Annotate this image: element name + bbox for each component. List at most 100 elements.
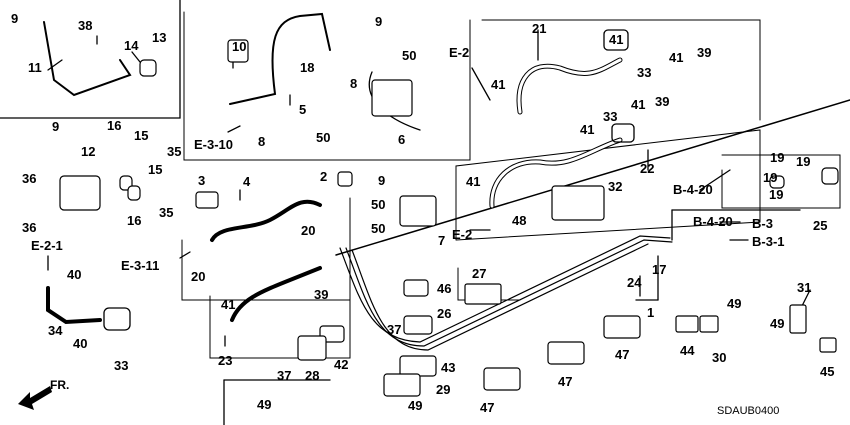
ref-e3-11[interactable]: E-3-11 <box>121 258 160 273</box>
box-upper-left <box>0 0 181 119</box>
callout-17: 17 <box>652 262 667 277</box>
callout-50c: 50 <box>371 197 386 212</box>
callout-7: 7 <box>438 233 446 248</box>
callout-20a: 20 <box>301 223 316 238</box>
callout-21: 21 <box>532 21 547 36</box>
callout-39a: 39 <box>697 45 712 60</box>
callout-31: 31 <box>797 280 812 295</box>
part-7 <box>399 195 437 227</box>
callout-1: 1 <box>647 305 655 320</box>
part-27 <box>464 283 502 305</box>
callout-44: 44 <box>680 343 695 358</box>
callout-49a: 49 <box>257 397 272 412</box>
part-29 <box>383 373 421 397</box>
direction-front-label: FR. <box>50 378 70 392</box>
callout-48: 48 <box>512 213 527 228</box>
hose-22-inner <box>490 138 622 208</box>
part-14 <box>139 59 157 77</box>
callout-33a: 33 <box>637 65 652 80</box>
part-47b <box>547 341 585 365</box>
fr-arrow-icon <box>18 386 52 410</box>
part-10 <box>227 39 249 63</box>
callout-30: 30 <box>712 350 727 365</box>
callout-16b: 16 <box>127 213 142 228</box>
box-25 <box>721 154 841 209</box>
callout-6: 6 <box>398 132 406 147</box>
part-32 <box>551 185 605 221</box>
brake-line-b <box>345 239 673 347</box>
part-31 <box>789 304 807 334</box>
part-16a <box>119 175 133 191</box>
callout-15b: 15 <box>148 162 163 177</box>
callout-19b: 19 <box>796 154 811 169</box>
callout-32: 32 <box>608 179 623 194</box>
ref-b4-20a[interactable]: B-4-20 <box>673 182 713 197</box>
divider-diagonal <box>335 99 850 256</box>
callout-26: 26 <box>437 306 452 321</box>
ref-b3-1[interactable]: B-3-1 <box>752 234 785 249</box>
arrow-e2-upper <box>471 67 491 101</box>
callout-3: 3 <box>198 173 206 188</box>
box-4 <box>181 197 351 301</box>
callout-39c: 39 <box>314 287 329 302</box>
part-25-clip <box>769 175 785 189</box>
callout-5: 5 <box>299 102 307 117</box>
part-6 <box>371 79 413 117</box>
hose-34 <box>46 286 102 325</box>
pipe-4 <box>210 199 322 242</box>
callout-4: 4 <box>243 174 251 189</box>
pipe-5 <box>229 12 331 105</box>
part-28 <box>297 335 327 361</box>
callout-49c: 49 <box>727 296 742 311</box>
part-25-end <box>821 167 839 185</box>
box-e2-lower <box>455 129 761 241</box>
callout-45: 45 <box>820 364 835 379</box>
box-23 <box>209 295 351 359</box>
callout-47a: 47 <box>480 400 495 415</box>
part-47c <box>603 315 641 339</box>
part-2 <box>337 171 353 187</box>
callout-18: 18 <box>300 60 315 75</box>
ref-b3[interactable]: B-3 <box>752 216 773 231</box>
callout-37b: 37 <box>387 322 402 337</box>
pipe-23 <box>230 266 322 322</box>
callout-8b: 8 <box>258 134 266 149</box>
part-26 <box>403 315 433 335</box>
callout-49b: 49 <box>408 398 423 413</box>
callout-27: 27 <box>472 266 487 281</box>
ref-e2-lower[interactable]: E-2 <box>452 227 473 242</box>
callout-41e: 41 <box>580 122 595 137</box>
callout-41c: 41 <box>491 77 506 92</box>
callout-46: 46 <box>437 281 452 296</box>
hose-21-inner <box>517 58 622 114</box>
part-43 <box>399 355 437 377</box>
callout-50b: 50 <box>316 130 331 145</box>
callout-35a: 35 <box>167 144 182 159</box>
brake-line-a <box>339 235 671 343</box>
callout-2: 2 <box>320 169 328 184</box>
ref-b4-20b[interactable]: B-4-20 <box>693 214 733 229</box>
callout-9b: 9 <box>375 14 383 29</box>
callout-9: 9 <box>11 11 19 26</box>
callout-47c: 47 <box>615 347 630 362</box>
callout-16a: 16 <box>107 118 122 133</box>
callout-9d: 9 <box>52 119 60 134</box>
callout-40a: 40 <box>67 267 82 282</box>
callout-12: 12 <box>81 144 96 159</box>
ref-e3-10[interactable]: E-3-10 <box>194 137 234 152</box>
ref-e2-1[interactable]: E-2-1 <box>31 238 63 253</box>
arrow-b420-upper <box>699 169 731 191</box>
callout-42: 42 <box>334 357 349 372</box>
callout-28: 28 <box>305 368 320 383</box>
callout-37a: 37 <box>277 368 292 383</box>
callout-23: 23 <box>218 353 233 368</box>
ref-e2-upper[interactable]: E-2 <box>449 45 470 60</box>
callout-13: 13 <box>152 30 167 45</box>
callout-10: 10 <box>232 39 247 54</box>
callout-43: 43 <box>441 360 456 375</box>
callout-40b: 40 <box>73 336 88 351</box>
callout-22: 22 <box>640 161 655 176</box>
callout-19a: 19 <box>770 150 785 165</box>
callout-41g: 41 <box>221 297 236 312</box>
